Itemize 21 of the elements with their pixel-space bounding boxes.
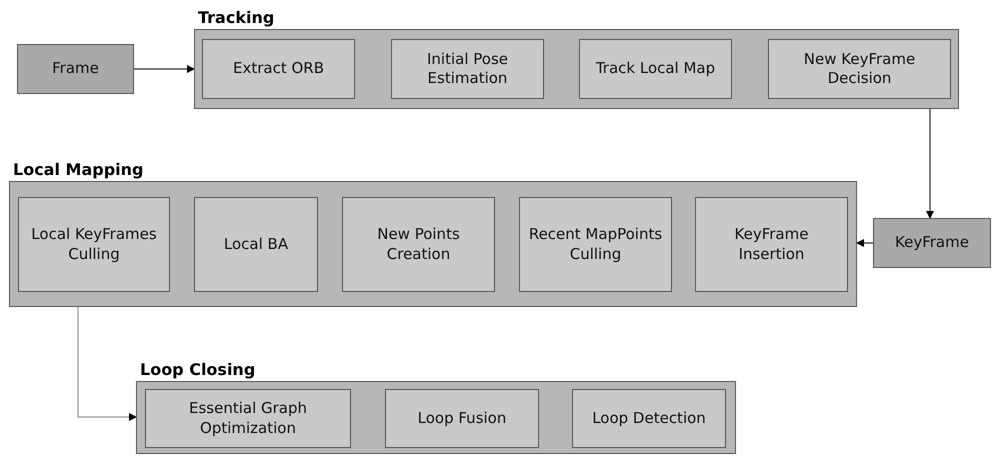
process-box: Initial Pose Estimation xyxy=(391,39,544,99)
process-box: Loop Detection xyxy=(572,389,726,448)
process-box: Essential Graph Optimization xyxy=(145,389,351,448)
process-box: Frame xyxy=(17,44,134,94)
process-box: KeyFrame Insertion xyxy=(695,197,848,292)
process-box: New Points Creation xyxy=(342,197,495,292)
arrow xyxy=(926,109,934,219)
process-box: Recent MapPoints Culling xyxy=(519,197,672,292)
arrow xyxy=(77,307,137,421)
group-title: Tracking xyxy=(198,8,274,28)
process-box: Extract ORB xyxy=(202,39,355,99)
group-title: Loop Closing xyxy=(140,360,256,380)
group-title: Local Mapping xyxy=(13,160,144,180)
process-box: Local BA xyxy=(194,197,318,292)
process-box: Track Local Map xyxy=(579,39,732,99)
process-box: New KeyFrame Decision xyxy=(768,39,951,99)
process-box: Loop Fusion xyxy=(385,389,539,448)
process-box: Local KeyFrames Culling xyxy=(18,197,170,292)
process-box: KeyFrame xyxy=(873,218,991,268)
arrow xyxy=(134,65,195,73)
arrow xyxy=(856,239,873,247)
